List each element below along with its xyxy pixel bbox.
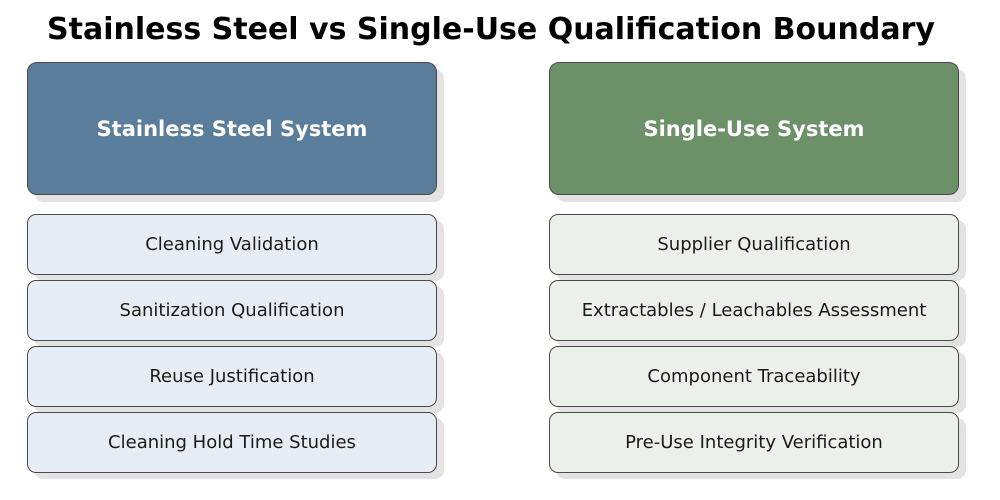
single-use-item-component-traceability: Component Traceability bbox=[549, 346, 959, 407]
item-label: Component Traceability bbox=[647, 366, 861, 387]
single-use-item-pre-use-integrity: Pre-Use Integrity Verification bbox=[549, 412, 959, 473]
stainless-steel-header-label: Stainless Steel System bbox=[96, 116, 368, 141]
item-label: Supplier Qualification bbox=[657, 234, 851, 255]
stainless-item-sanitization-qualification: Sanitization Qualification bbox=[27, 280, 437, 341]
stainless-steel-header: Stainless Steel System bbox=[27, 62, 437, 195]
single-use-header-label: Single-Use System bbox=[643, 116, 865, 141]
single-use-header: Single-Use System bbox=[549, 62, 959, 195]
single-use-item-extractables-leachables: Extractables / Leachables Assessment bbox=[549, 280, 959, 341]
stainless-steel-column: Stainless Steel System Cleaning Validati… bbox=[27, 62, 439, 473]
stainless-steel-items: Cleaning Validation Sanitization Qualifi… bbox=[27, 214, 439, 478]
item-label: Extractables / Leachables Assessment bbox=[581, 300, 927, 321]
stainless-item-cleaning-validation: Cleaning Validation bbox=[27, 214, 437, 275]
item-label: Cleaning Validation bbox=[145, 234, 319, 255]
item-label: Pre-Use Integrity Verification bbox=[625, 432, 883, 453]
stainless-item-cleaning-hold-time-studies: Cleaning Hold Time Studies bbox=[27, 412, 437, 473]
single-use-items: Supplier Qualification Extractables / Le… bbox=[549, 214, 961, 478]
item-label: Reuse Justification bbox=[149, 366, 315, 387]
item-label: Cleaning Hold Time Studies bbox=[108, 432, 356, 453]
item-label: Sanitization Qualification bbox=[119, 300, 345, 321]
single-use-item-supplier-qualification: Supplier Qualification bbox=[549, 214, 959, 275]
diagram-title: Stainless Steel vs Single-Use Qualificat… bbox=[47, 12, 935, 47]
stainless-item-reuse-justification: Reuse Justification bbox=[27, 346, 437, 407]
single-use-column: Single-Use System Supplier Qualification… bbox=[549, 62, 961, 473]
